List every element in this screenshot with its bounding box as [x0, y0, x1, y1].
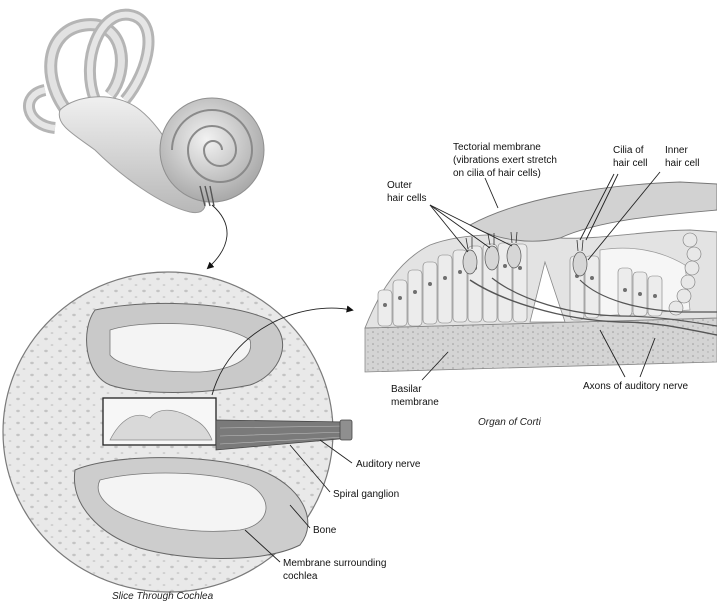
- label-bone: Bone: [313, 525, 337, 536]
- label-tectorial-membrane: Tectorial membrane: [453, 142, 541, 153]
- label-basilar-membrane: Basilar: [391, 384, 422, 395]
- label-auditory-nerve: Auditory nerve: [356, 459, 421, 470]
- label-outer-hair-cells: Outer: [387, 180, 413, 191]
- label-cilia-of-hair-cell-line2: hair cell: [613, 158, 647, 169]
- organ-of-corti-illustration: [365, 182, 717, 372]
- label-tectorial-membrane-line3: on cilia of hair cells): [453, 168, 541, 179]
- label-spiral-ganglion: Spiral ganglion: [333, 489, 399, 500]
- label-inner-hair-cell: Inner: [665, 145, 688, 156]
- label-tectorial-membrane-line2: (vibrations exert stretch: [453, 155, 557, 166]
- label-membrane-surrounding-cochlea-line2: cochlea: [283, 571, 318, 582]
- label-basilar-membrane-line2: membrane: [391, 397, 439, 408]
- caption-slice-through-cochlea: Slice Through Cochlea: [112, 591, 214, 601]
- label-outer-hair-cells-line2: hair cells: [387, 193, 426, 204]
- label-inner-hair-cell-line2: hair cell: [665, 158, 699, 169]
- label-axons-of-auditory-nerve: Axons of auditory nerve: [583, 381, 688, 392]
- cochlea-slice: [3, 272, 352, 592]
- inner-ear-illustration: [29, 15, 264, 268]
- label-cilia-of-hair-cell: Cilia of: [613, 145, 644, 156]
- label-membrane-surrounding-cochlea: Membrane surrounding: [283, 558, 386, 569]
- caption-organ-of-corti: Organ of Corti: [478, 417, 542, 428]
